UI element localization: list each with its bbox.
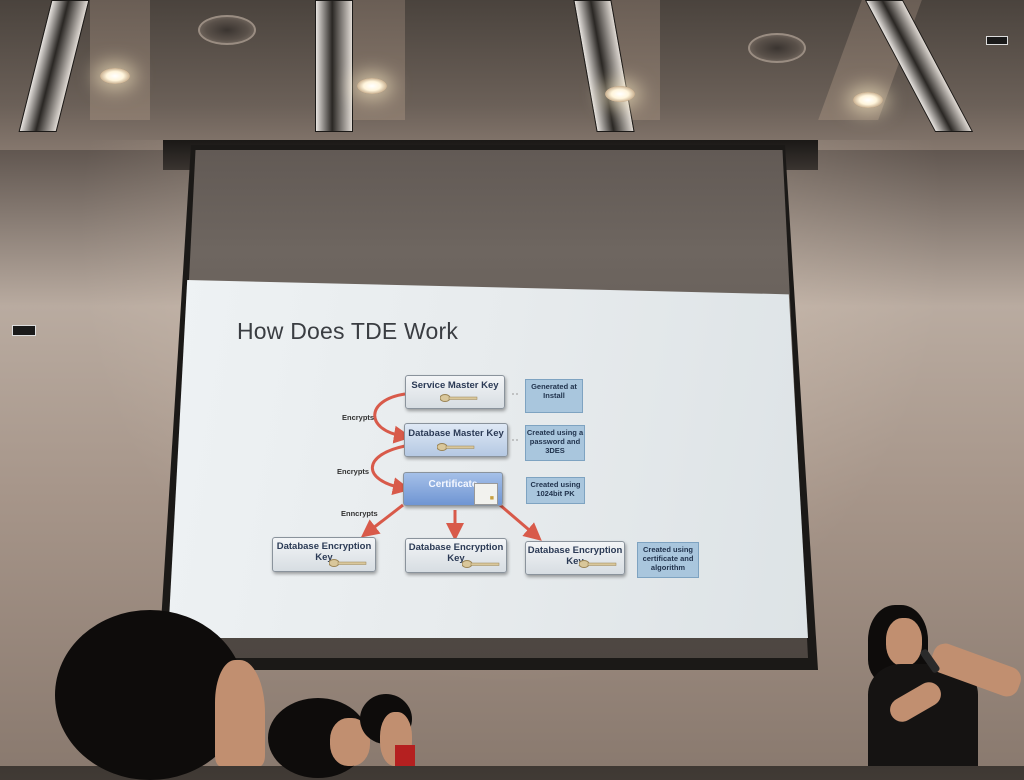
key-icon: [329, 559, 367, 567]
note-box: Created using a password and 3DES: [525, 425, 585, 461]
database-encryption-key-box: Database Encryption Key: [405, 538, 507, 573]
database-encryption-key-box: Database Encryption Key: [525, 541, 625, 575]
encrypts-arrow: [371, 444, 411, 496]
presenter-face: [886, 618, 922, 666]
service-master-key-box: Service Master Key: [405, 375, 505, 409]
ceiling-beam: [90, 0, 150, 120]
encrypts-arrow: [499, 503, 542, 541]
certificate-document-icon: ■: [474, 483, 498, 505]
box-label: Service Master Key: [411, 380, 499, 391]
ceiling-vent: [198, 15, 256, 45]
downlight: [605, 86, 635, 102]
downlight: [853, 92, 883, 108]
certificate-box: Certificate: [403, 472, 503, 506]
note-box: Generated at Install: [525, 379, 583, 413]
watermark-icon: [986, 36, 1008, 45]
note-box: Created using certificate and algorithm: [637, 542, 699, 578]
key-icon: [440, 394, 478, 402]
lock-icon: ■: [489, 495, 494, 502]
box-label: Database Encryption Key: [276, 541, 372, 563]
ceiling: [0, 0, 1024, 150]
red-clothing: [395, 745, 415, 766]
ceiling-vent: [748, 33, 806, 63]
box-label: Database Encryption Key: [408, 542, 504, 564]
audience-face: [215, 660, 265, 766]
key-icon: [462, 560, 500, 568]
encrypts-label: Encrypts: [337, 467, 370, 476]
box-label: Certificate: [428, 479, 478, 490]
downlight: [357, 78, 387, 94]
ceiling-vent-strip: [315, 0, 353, 132]
slide: [168, 280, 808, 638]
encrypts-label: Encrypts: [342, 413, 375, 422]
database-master-key-box: Database Master Key: [404, 423, 508, 457]
note-box: Created using 1024bit PK: [526, 477, 585, 504]
audience-head: [55, 610, 245, 780]
encrypts-arrow: [360, 503, 404, 538]
key-icon: [437, 443, 475, 451]
ceiling-beam: [345, 0, 405, 120]
downlight: [100, 68, 130, 84]
database-encryption-key-box: Database Encryption Key: [272, 537, 376, 572]
key-icon: [579, 560, 617, 568]
presenter-body: [868, 664, 978, 766]
box-label: Database Master Key: [408, 428, 504, 439]
slide-title: How Does TDE Work: [237, 318, 459, 344]
encrypts-label: Enncrypts: [341, 509, 378, 518]
encrypts-arrow: [373, 392, 412, 444]
watermark-icon: [12, 325, 36, 336]
box-label: Database Encryption Key: [527, 545, 623, 567]
